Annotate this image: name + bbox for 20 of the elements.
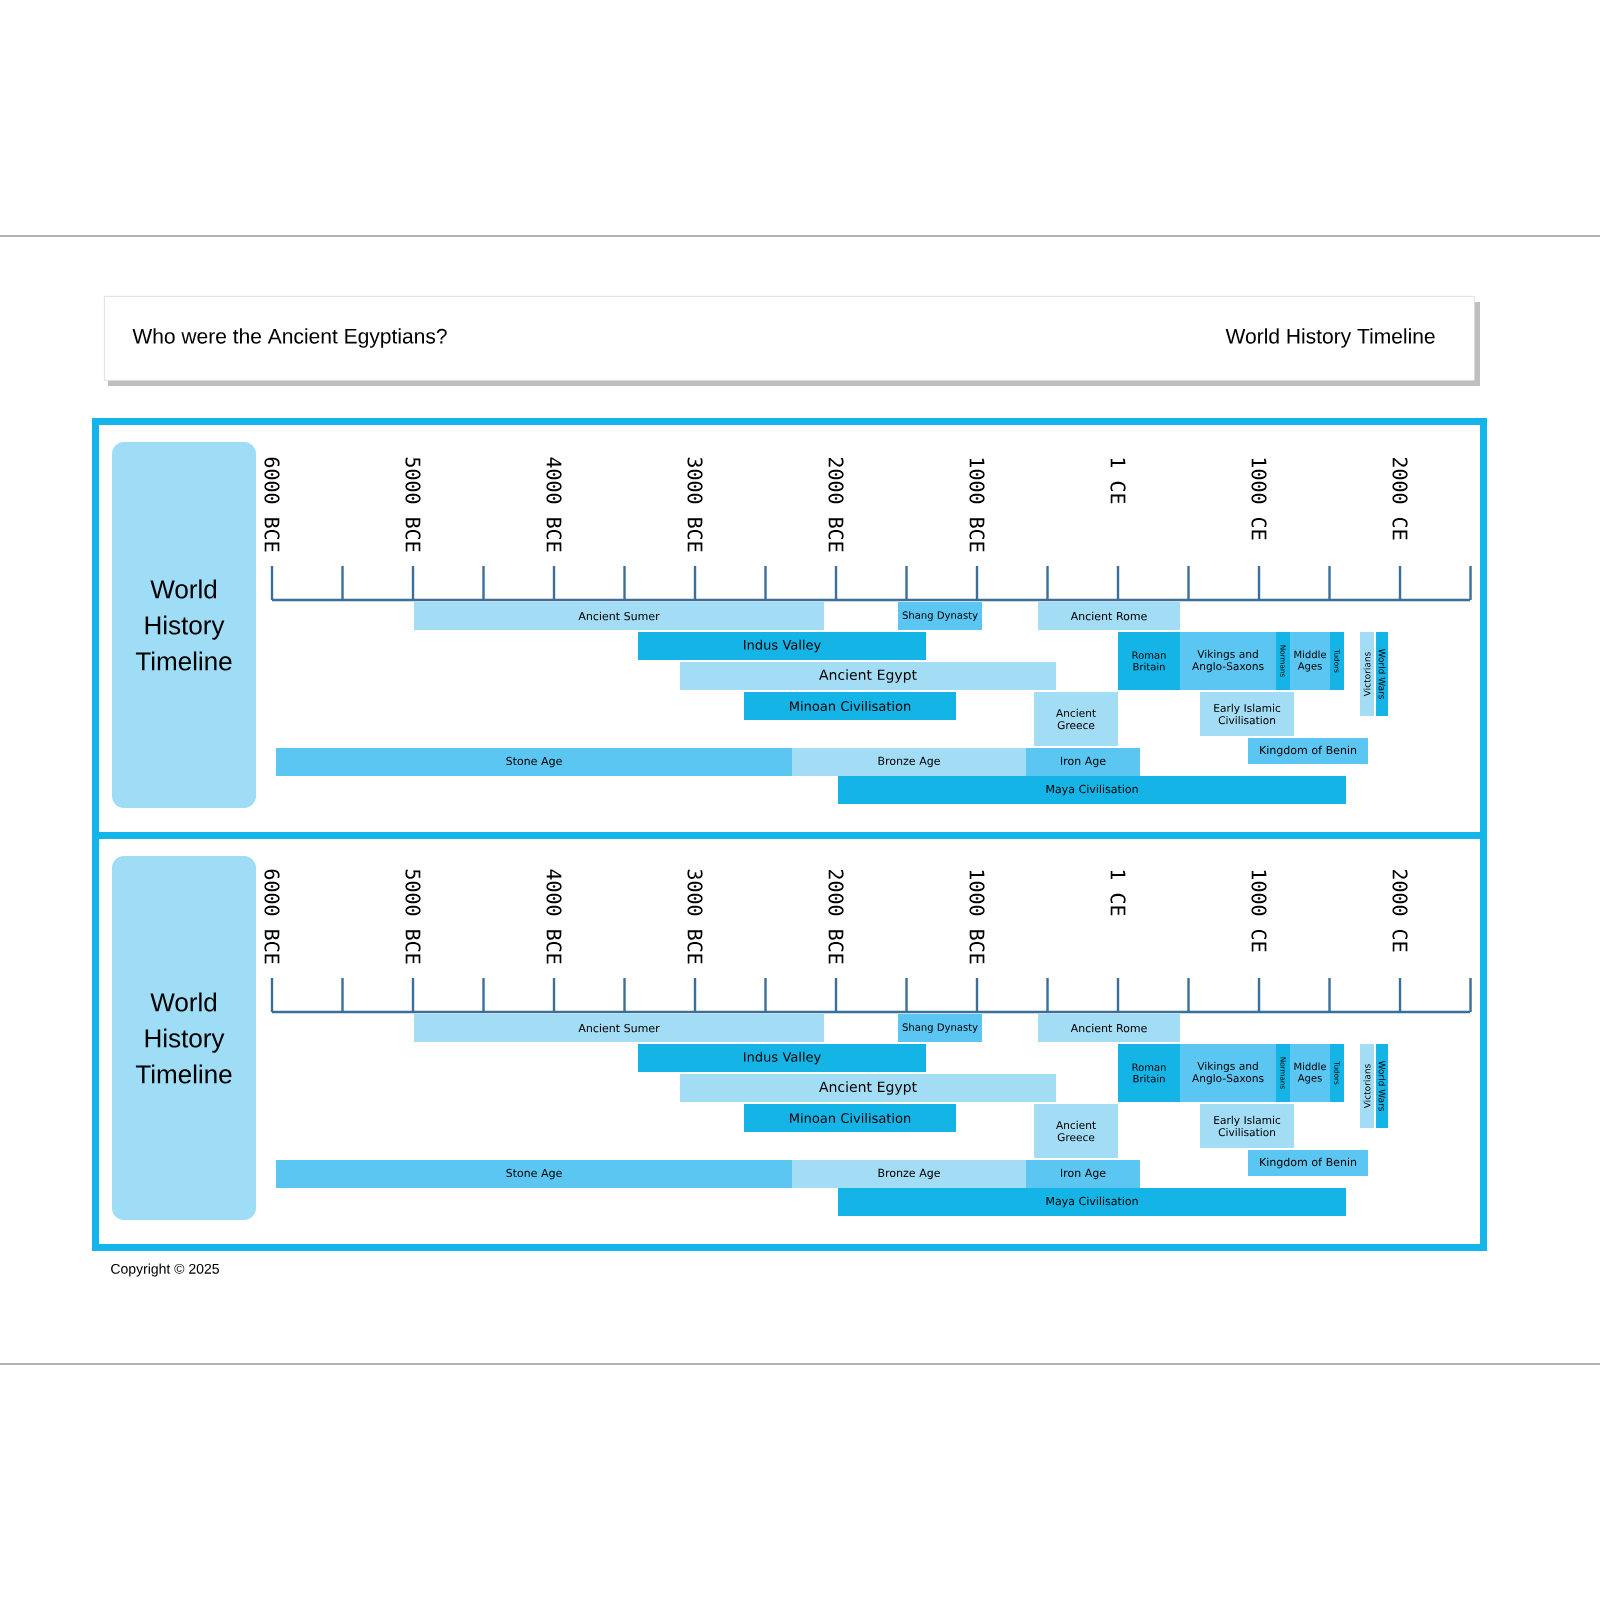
- year-label: 5000 BCE: [405, 457, 421, 552]
- year-label: 1000 CE: [1251, 870, 1267, 952]
- header-band: Who were the Ancient Egyptians? World History Timeline: [104, 296, 1480, 386]
- year-label: 5000 BCE: [405, 869, 421, 964]
- year-label: 2000 CE: [1392, 869, 1408, 952]
- timeline-panel: [92, 832, 1487, 1251]
- year-label: 4000 BCE: [546, 457, 562, 552]
- year-label: 1 CE: [1110, 870, 1126, 916]
- year-label: 1000 BCE: [969, 458, 985, 552]
- year-label: 2000 BCE: [828, 457, 844, 552]
- year-label: 1000 CE: [1251, 458, 1267, 540]
- year-label: 3000 BCE: [687, 869, 703, 964]
- year-label: 2000 BCE: [828, 869, 844, 964]
- title-box: World History Timeline: [112, 442, 256, 808]
- year-label: 4000 BCE: [546, 869, 562, 964]
- year-label: 1 CE: [1110, 458, 1126, 504]
- year-label: 3000 BCE: [687, 457, 703, 552]
- year-label: 2000 CE: [1392, 457, 1408, 540]
- title-box: World History Timeline: [112, 856, 256, 1220]
- year-label: 1000 BCE: [969, 870, 985, 964]
